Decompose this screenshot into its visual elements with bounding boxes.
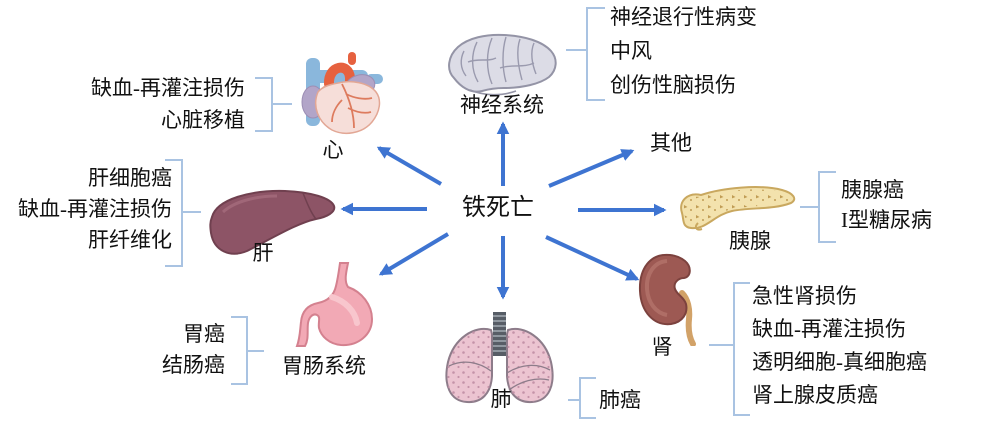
disease-item: 心脏移植 [161,108,245,132]
pancreas-icon [680,186,796,231]
heart-label: 心 [322,138,344,162]
radial-arrows [340,121,667,300]
disease-item: 肝纤维化 [88,228,172,252]
kidney-label: 肾 [651,335,673,359]
disease-item: 急性肾损伤 [752,284,857,308]
stomach-icon [295,262,374,347]
gastro-label: 胃肠系统 [282,354,366,378]
disease-item: 肾上腺皮质癌 [752,383,878,407]
nervous-system-label: 神经系统 [460,93,544,117]
disease-item: 透明细胞-真细胞癌 [752,350,927,374]
disease-item: 结肠癌 [162,353,225,377]
lung-label: 肺 [490,387,512,411]
arrow-to-kidney [545,235,640,281]
gastro-disease-list: 胃癌 结肠癌 [162,319,225,381]
disease-item: 神经退行性病变 [610,5,757,29]
liver-disease-list: 肝细胞癌 缺血-再灌注损伤 肝纤维化 [18,163,172,256]
center-node-ferroptosis: 铁死亡 [462,195,534,221]
disease-item: 胃癌 [183,322,225,346]
kidney-disease-list: 急性肾损伤 缺血-再灌注损伤 透明细胞-真细胞癌 肾上腺皮质癌 [752,280,927,412]
lung-disease-list: 肺癌 [599,385,641,416]
nervous-disease-list: 神经退行性病变 中风 创伤性脑损伤 [610,0,757,102]
bracket-heart [255,77,292,132]
bracket-liver [165,159,201,267]
pancreas-label: 胰腺 [729,229,771,253]
arrow-to-other [548,149,635,188]
bracket-kidney [709,282,750,416]
bracket-nervous [566,7,605,101]
disease-item: 缺血-再灌注损伤 [18,197,172,221]
disease-item: 胰腺癌 [841,178,904,202]
liver-label: 肝 [252,241,274,265]
heart-disease-list: 缺血-再灌注损伤 心脏移植 [91,72,245,136]
arrow-to-heart [376,146,443,186]
disease-item: 缺血-再灌注损伤 [91,76,245,100]
disease-item: 缺血-再灌注损伤 [752,317,906,341]
other-label: 其他 [650,131,692,155]
brackets [165,7,836,419]
disease-item: 中风 [610,39,652,63]
heart-icon [301,52,383,135]
bracket-pancreas [800,171,836,243]
bracket-lung [568,377,596,419]
brain-icon [448,33,557,96]
kidney-icon [638,253,696,346]
disease-item: 肺癌 [599,388,641,412]
arrow-to-gastro [378,232,450,276]
liver-icon [209,189,336,255]
disease-item: 创伤性脑损伤 [610,73,736,97]
bracket-gastro [231,316,264,385]
disease-item: 肝细胞癌 [88,166,172,190]
lungs-icon [445,312,554,404]
pancreas-disease-list: 胰腺癌 I型糖尿病 [841,175,932,235]
disease-item: I型糖尿病 [841,208,932,232]
